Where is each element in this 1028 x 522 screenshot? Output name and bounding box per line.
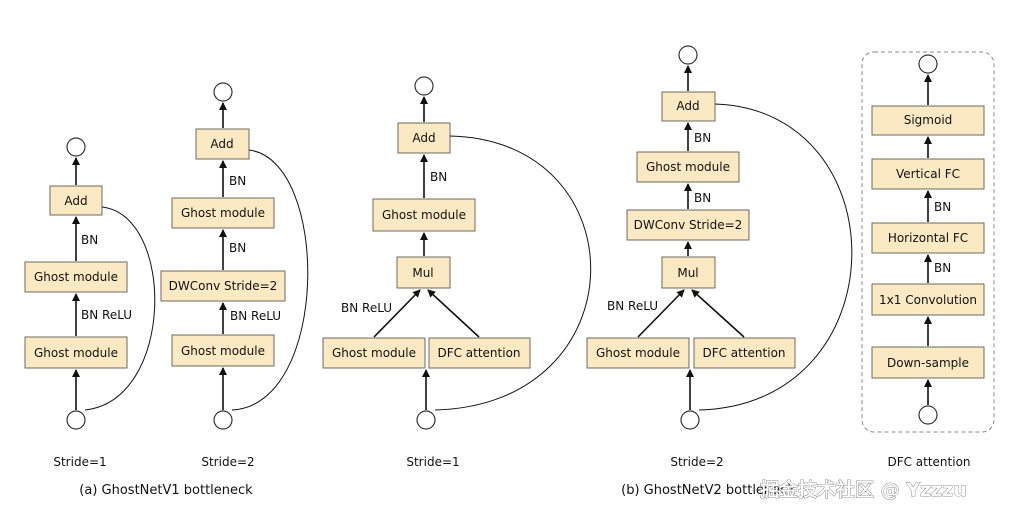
skip-connection: [698, 103, 853, 411]
v1-caption: (a) GhostNetV1 bottleneck: [79, 483, 253, 498]
add-label: Add: [210, 137, 233, 151]
ghost-module-box: Ghost module: [171, 334, 275, 367]
bn-relu-label: BN ReLU: [607, 299, 658, 313]
bn-relu-label: BN ReLU: [230, 309, 281, 323]
bn-label: BN: [229, 174, 246, 188]
add-label: Add: [412, 131, 435, 145]
bn-label: BN: [229, 241, 246, 255]
ghost-module-box: Ghost module: [322, 337, 426, 369]
ghost-module-label: Ghost module: [596, 346, 680, 360]
dwconv-label: DWConv Stride=2: [169, 279, 278, 293]
bn-label: BN: [430, 170, 447, 184]
add-box: Add: [661, 91, 716, 122]
add-box: Add: [397, 122, 451, 154]
ghost-module-box: Ghost module: [24, 336, 128, 369]
bn-label: BN: [934, 200, 951, 214]
arrow: [373, 289, 421, 338]
dfc-attention-label: DFC attention: [437, 346, 520, 360]
dfc-attention-panel: Sigmoid Vertical FC BN Horizontal FC BN …: [861, 51, 995, 469]
downsample-label: Down-sample: [887, 356, 969, 370]
ghost-module-box: Ghost module: [171, 197, 275, 229]
v1-stride1-block: Add BN Ghost module BN ReLU Ghost module…: [24, 137, 156, 469]
mul-box: Mul: [661, 256, 716, 289]
ghost-module-label: Ghost module: [646, 160, 730, 174]
dwconv-box: DWConv Stride=2: [160, 270, 286, 302]
bn-relu-label: BN ReLU: [81, 308, 132, 322]
stride-caption: Stride=2: [201, 455, 254, 469]
ghost-module-label: Ghost module: [181, 206, 265, 220]
sigmoid-label: Sigmoid: [904, 113, 953, 127]
output-node: [213, 82, 233, 102]
v2-stride2-block: Add BN Ghost module BN DWConv Stride=2 M…: [586, 45, 853, 469]
v2-stride1-block: Add BN Ghost module Mul BN ReLU Ghost mo…: [322, 76, 592, 469]
dfc-attention-box: DFC attention: [693, 337, 796, 369]
ghost-module-label: Ghost module: [34, 270, 118, 284]
ghost-module-label: Ghost module: [332, 346, 416, 360]
arrow: [427, 289, 480, 338]
add-label: Add: [676, 99, 699, 113]
add-label: Add: [64, 194, 87, 208]
ghost-module-label: Ghost module: [382, 208, 466, 222]
ghost-module-box: Ghost module: [24, 261, 128, 293]
dashed-panel-border: [861, 51, 995, 433]
output-node: [918, 54, 938, 74]
horizontal-fc-box: Horizontal FC: [871, 222, 985, 254]
ghost-module-box: Ghost module: [636, 151, 740, 183]
horizontal-fc-label: Horizontal FC: [888, 231, 968, 245]
output-node: [414, 76, 434, 96]
vertical-fc-box: Vertical FC: [871, 158, 985, 190]
arrow: [691, 289, 745, 338]
stride-caption: Stride=2: [670, 455, 723, 469]
mul-box: Mul: [396, 256, 451, 289]
input-node: [66, 410, 86, 430]
v1-stride2-block: Add BN Ghost module BN DWConv Stride=2 B…: [160, 82, 309, 469]
conv1x1-label: 1x1 Convolution: [879, 293, 977, 307]
skip-connection: [434, 135, 592, 411]
bn-label: BN: [934, 261, 951, 275]
input-node: [416, 410, 436, 430]
output-node: [678, 45, 698, 65]
ghost-module-label: Ghost module: [34, 346, 118, 360]
input-node: [213, 410, 233, 430]
dwconv-label: DWConv Stride=2: [634, 218, 743, 232]
conv1x1-box: 1x1 Convolution: [871, 283, 985, 316]
stride-caption: Stride=1: [53, 455, 106, 469]
mul-label: Mul: [677, 266, 698, 280]
mul-label: Mul: [412, 266, 433, 280]
skip-connection: [231, 149, 309, 411]
input-node: [918, 405, 938, 425]
add-box: Add: [195, 128, 250, 160]
add-box: Add: [49, 185, 103, 216]
skip-connection: [84, 206, 156, 411]
arrow: [637, 289, 685, 338]
ghost-module-box: Ghost module: [586, 337, 690, 369]
bn-label: BN: [694, 131, 711, 145]
bn-label: BN: [694, 191, 711, 205]
v2-caption: (b) GhostNetV2 bottleneck: [621, 483, 795, 498]
dfc-caption: DFC attention: [887, 455, 970, 469]
input-node: [680, 410, 700, 430]
stride-caption: Stride=1: [406, 455, 459, 469]
dfc-attention-box: DFC attention: [428, 337, 531, 369]
ghost-module-label: Ghost module: [181, 344, 265, 358]
downsample-box: Down-sample: [871, 346, 985, 379]
dwconv-box: DWConv Stride=2: [626, 209, 750, 241]
sigmoid-box: Sigmoid: [871, 105, 985, 136]
bn-relu-label: BN ReLU: [341, 301, 392, 315]
output-node: [66, 137, 86, 157]
dfc-attention-label: DFC attention: [702, 346, 785, 360]
bn-label: BN: [81, 233, 98, 247]
ghost-module-box: Ghost module: [372, 198, 476, 232]
vertical-fc-label: Vertical FC: [896, 167, 960, 181]
watermark-text: 掘金技术社区 @ Yzzzu: [760, 478, 967, 501]
